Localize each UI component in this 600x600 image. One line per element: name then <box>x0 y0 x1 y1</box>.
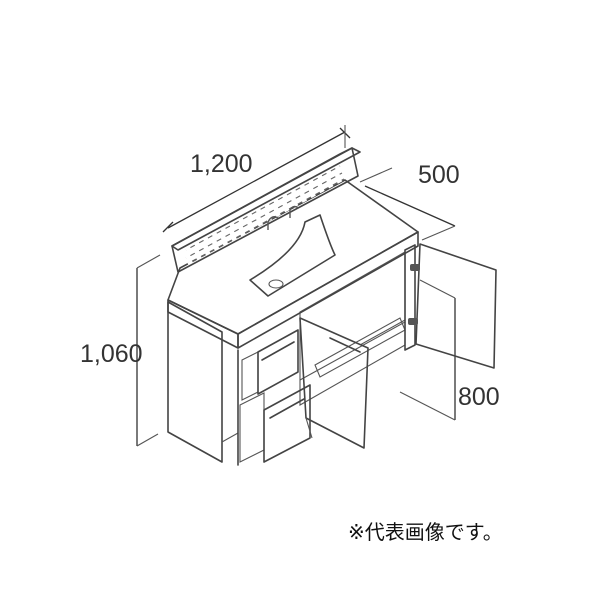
faucet-icon <box>267 205 299 230</box>
right-side-panel <box>404 244 416 351</box>
width-label: 1,200 <box>190 150 253 178</box>
width-dimension: 1,200 <box>162 125 351 233</box>
lower-drawer-front <box>263 384 311 463</box>
cabinet-shelf <box>314 317 406 378</box>
upper-drawer <box>241 329 299 401</box>
upper-drawer-handle <box>261 341 295 361</box>
depth-label: 500 <box>418 161 460 189</box>
height-label: 1,060 <box>80 340 143 368</box>
cabinet-body <box>167 244 416 466</box>
backsplash <box>171 147 361 273</box>
door-height-label: 800 <box>458 383 500 411</box>
upper-drawer-front <box>257 329 299 395</box>
lower-drawer-box <box>239 392 265 463</box>
drain <box>268 279 284 289</box>
countertop-front-edge <box>237 231 419 349</box>
sink-basin <box>249 214 336 297</box>
backsplash-top <box>171 147 361 251</box>
center-door <box>299 317 369 449</box>
center-door-panel <box>299 317 369 449</box>
lower-drawer <box>239 384 311 463</box>
upper-drawer-box <box>241 351 259 401</box>
left-side-panel <box>167 301 223 463</box>
countertop <box>167 179 419 349</box>
backsplash-pattern <box>185 165 345 265</box>
height-dimension: 1,060 <box>80 254 161 447</box>
right-door-panel <box>415 243 497 369</box>
door-height-dimension: 800 <box>399 279 500 421</box>
depth-dimension: 500 <box>359 161 460 241</box>
lower-drawer-handle <box>269 398 305 419</box>
center-door-handle <box>329 337 361 353</box>
hinge-icon <box>408 264 420 325</box>
right-door <box>408 243 497 369</box>
representative-image-note: ※代表画像です。 <box>348 520 503 544</box>
